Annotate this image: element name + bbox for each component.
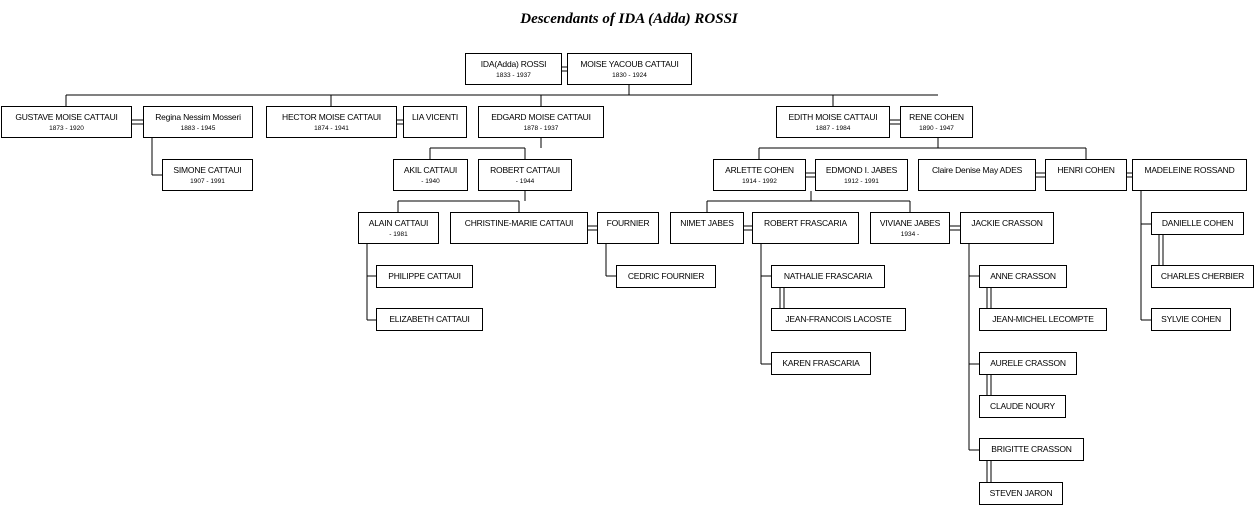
person-box-arlette[interactable]: ARLETTE COHEN 1914 - 1992 — [713, 159, 806, 191]
person-dates: 1934 - — [900, 231, 920, 238]
person-name: ARLETTE COHEN — [725, 165, 794, 175]
person-box-gustave[interactable]: GUSTAVE MOISE CATTAUI 1873 - 1920 — [1, 106, 132, 138]
person-box-edgard[interactable]: EDGARD MOISE CATTAUI 1878 - 1937 — [478, 106, 604, 138]
person-box-claire[interactable]: Claire Denise May ADES — [918, 159, 1036, 191]
person-box-jeanf[interactable]: JEAN-FRANCOIS LACOSTE — [771, 308, 906, 331]
person-name: ELIZABETH CATTAUI — [389, 314, 470, 324]
person-box-madeleine[interactable]: MADELEINE ROSSAND — [1132, 159, 1247, 191]
person-name: AKIL CATTAUI — [403, 165, 458, 175]
person-box-edith[interactable]: EDITH MOISE CATTAUI 1887 - 1984 — [776, 106, 890, 138]
person-name: CEDRIC FOURNIER — [627, 271, 705, 281]
person-name: SIMONE CATTAUI — [173, 165, 242, 175]
person-box-karen[interactable]: KAREN FRASCARIA — [771, 352, 871, 375]
person-name: LIA VICENTI — [412, 112, 458, 122]
person-box-fournier[interactable]: FOURNIER — [597, 212, 659, 244]
person-box-henri[interactable]: HENRI COHEN — [1045, 159, 1127, 191]
person-name: NIMET JABES — [680, 218, 734, 228]
person-box-hector[interactable]: HECTOR MOISE CATTAUI 1874 - 1941 — [266, 106, 397, 138]
person-box-simone[interactable]: SIMONE CATTAUI 1907 - 1991 — [162, 159, 253, 191]
person-dates: 1887 - 1984 — [815, 125, 851, 132]
person-box-akil[interactable]: AKIL CATTAUI - 1940 — [393, 159, 468, 191]
person-name: JACKIE CRASSON — [971, 218, 1043, 228]
person-box-robertf[interactable]: ROBERT FRASCARIA — [752, 212, 859, 244]
person-name: CHRISTINE-MARIE CATTAUI — [464, 218, 574, 228]
person-dates: 1830 - 1924 — [612, 72, 647, 79]
person-dates: 1874 - 1941 — [314, 125, 349, 132]
person-box-claude[interactable]: CLAUDE NOURY — [979, 395, 1066, 418]
person-box-rene[interactable]: RENE COHEN 1890 - 1947 — [900, 106, 973, 138]
person-dates: 1912 - 1991 — [844, 178, 879, 185]
person-box-christine[interactable]: CHRISTINE-MARIE CATTAUI — [450, 212, 588, 244]
person-dates: - 1940 — [421, 178, 440, 185]
person-dates: 1878 - 1937 — [523, 125, 559, 132]
person-name: SYLVIE COHEN — [1161, 314, 1221, 324]
person-box-nathalie[interactable]: NATHALIE FRASCARIA — [771, 265, 885, 288]
person-name: STEVEN JARON — [989, 488, 1053, 498]
person-name: JEAN-FRANCOIS LACOSTE — [785, 314, 892, 324]
person-name: HECTOR MOISE CATTAUI — [282, 112, 381, 122]
chart-title: Descendants of IDA (Adda) ROSSI — [520, 11, 738, 27]
person-name: KAREN FRASCARIA — [782, 358, 860, 368]
person-name: BRIGITTE CRASSON — [991, 444, 1072, 454]
person-box-danielle[interactable]: DANIELLE COHEN — [1151, 212, 1244, 235]
person-box-robertc[interactable]: ROBERT CATTAUI - 1944 — [478, 159, 572, 191]
person-name: ALAIN CATTAUI — [368, 218, 429, 228]
person-box-elizabeth[interactable]: ELIZABETH CATTAUI — [376, 308, 483, 331]
person-name: IDA(Adda) ROSSI — [480, 59, 547, 69]
person-name: MADELEINE ROSSAND — [1144, 165, 1235, 175]
person-box-cedric[interactable]: CEDRIC FOURNIER — [616, 265, 716, 288]
person-name: GUSTAVE MOISE CATTAUI — [15, 112, 118, 122]
person-box-regina[interactable]: Regina Nessim Mosseri 1883 - 1945 — [143, 106, 253, 138]
person-name: PHILIPPE CATTAUI — [388, 271, 461, 281]
person-box-viviane[interactable]: VIVIANE JABES 1934 - — [870, 212, 950, 244]
person-name: HENRI COHEN — [1057, 165, 1115, 175]
person-name: Regina Nessim Mosseri — [155, 112, 241, 122]
person-box-sylvie[interactable]: SYLVIE COHEN — [1151, 308, 1231, 331]
person-name: EDGARD MOISE CATTAUI — [491, 112, 591, 122]
person-dates: 1914 - 1992 — [742, 178, 777, 185]
person-box-philippe[interactable]: PHILIPPE CATTAUI — [376, 265, 473, 288]
person-name: DANIELLE COHEN — [1161, 218, 1234, 228]
person-name: CLAUDE NOURY — [990, 401, 1055, 411]
person-dates: 1890 - 1947 — [919, 125, 954, 132]
person-box-brigitte[interactable]: BRIGITTE CRASSON — [979, 438, 1084, 461]
person-name: ROBERT FRASCARIA — [764, 218, 847, 228]
person-name: FOURNIER — [606, 218, 650, 228]
person-name: EDITH MOISE CATTAUI — [788, 112, 878, 122]
person-name: MOISE YACOUB CATTAUI — [580, 59, 679, 69]
person-box-charles[interactable]: CHARLES CHERBIER — [1151, 265, 1254, 288]
person-dates: 1833 - 1937 — [496, 72, 531, 79]
person-box-ida[interactable]: IDA(Adda) ROSSI 1833 - 1937 — [465, 53, 562, 85]
person-box-anne[interactable]: ANNE CRASSON — [979, 265, 1067, 288]
person-name: NATHALIE FRASCARIA — [783, 271, 873, 281]
person-box-jackie[interactable]: JACKIE CRASSON — [960, 212, 1054, 244]
person-box-aurele[interactable]: AURELE CRASSON — [979, 352, 1077, 375]
person-name: CHARLES CHERBIER — [1160, 271, 1245, 281]
person-dates: 1883 - 1945 — [180, 125, 216, 132]
person-dates: 1873 - 1920 — [49, 125, 84, 132]
person-dates: - 1944 — [515, 178, 535, 185]
person-box-steven[interactable]: STEVEN JARON — [979, 482, 1063, 505]
person-name: Claire Denise May ADES — [931, 165, 1023, 175]
person-name: VIVIANE JABES — [879, 218, 941, 228]
person-name: ANNE CRASSON — [990, 271, 1056, 281]
person-name: JEAN-MICHEL LECOMPTE — [992, 314, 1094, 324]
person-dates: - 1981 — [389, 231, 408, 238]
person-box-jeanm[interactable]: JEAN-MICHEL LECOMPTE — [979, 308, 1107, 331]
person-name: AURELE CRASSON — [990, 358, 1066, 368]
person-name: ROBERT CATTAUI — [490, 165, 560, 175]
person-name: RENE COHEN — [909, 112, 964, 122]
person-box-lia[interactable]: LIA VICENTI — [403, 106, 467, 138]
person-dates: 1907 - 1991 — [190, 178, 225, 185]
person-box-edmond[interactable]: EDMOND I. JABES 1912 - 1991 — [815, 159, 908, 191]
person-box-nimet[interactable]: NIMET JABES — [670, 212, 744, 244]
person-box-moise[interactable]: MOISE YACOUB CATTAUI 1830 - 1924 — [567, 53, 692, 85]
person-name: EDMOND I. JABES — [825, 165, 898, 175]
person-box-alain[interactable]: ALAIN CATTAUI - 1981 — [358, 212, 439, 244]
